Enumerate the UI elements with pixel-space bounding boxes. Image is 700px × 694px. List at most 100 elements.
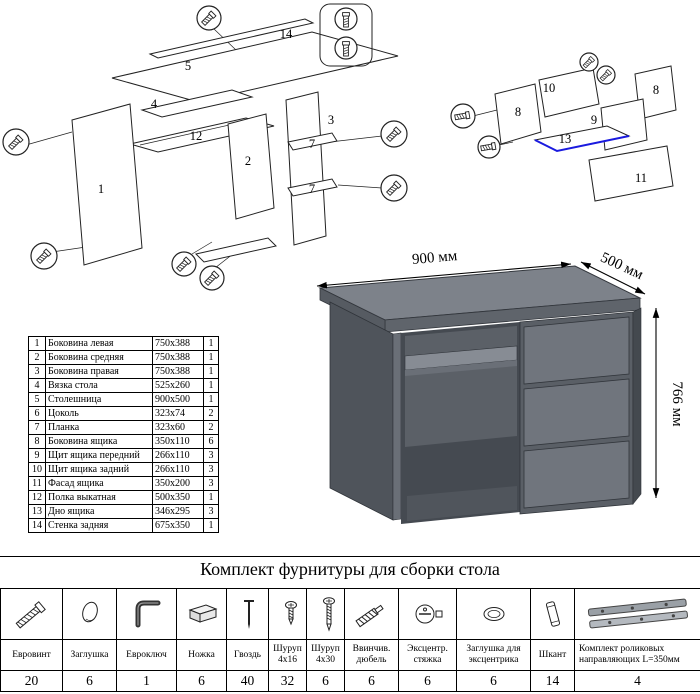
leader-line [51,246,87,253]
hardware-qty-row: 20 6 1 6 40 32 6 6 6 6 14 4 [0,670,700,692]
part-qty: 3 [203,476,219,491]
drawer-back-panel [538,67,600,118]
part-size: 346x295 [152,504,204,519]
part-num: 11 [28,476,46,491]
hardware-icon-cell [268,588,307,640]
drawer-front-3 [523,440,630,509]
hardware-qty: 20 [0,670,63,692]
hardware-label: Комплект роликовых направляющих L=350мм [574,639,700,671]
drawer-front-inner [600,98,648,151]
part-num: 9 [28,448,46,463]
leader-line [25,131,73,146]
part-name: Планка [45,420,153,435]
hardware-qty: 6 [176,670,227,692]
part-qty: 1 [203,378,219,393]
hardware-qty: 1 [116,670,177,692]
hardware-group-frame [319,3,373,67]
part-label: 8 [515,105,521,119]
part-label: 1 [98,182,104,196]
part-size: 350x110 [152,434,204,449]
screw-small-icon [285,601,297,626]
hardware-label: Шуруп 4х16 [268,639,307,671]
cam-lock-icon [415,604,442,624]
hardware-kit-table: Евровинт Заглушка Евроключ Ножка Гвоздь … [0,588,700,692]
part-name: Стенка задняя [45,518,153,533]
part-label: 13 [559,132,572,146]
hardware-label: Гвоздь [226,639,269,671]
hardware-qty: 6 [398,670,457,692]
part-name: Щит ящика задний [45,462,153,477]
part-label: 3 [328,113,334,127]
hex-key-icon [135,600,160,628]
hardware-icon-cell [344,588,399,640]
width-dimension-label: 900 мм [411,248,458,268]
nail-icon [244,600,254,629]
hardware-icon-cell [398,588,457,640]
part-num: 13 [28,504,46,519]
desk-back-panel [405,326,517,447]
part-name: Боковина ящика [45,434,153,449]
part-qty: 3 [203,448,219,463]
hardware-icons-row [0,588,700,640]
desk-keyboard-tray-edge [405,360,517,376]
part-qty: 1 [203,518,219,533]
part-name: Щит ящика передний [45,448,153,463]
part-size: 266x110 [152,462,204,477]
part-rail [140,89,254,118]
part-num: 12 [28,490,46,505]
leader-line [337,184,383,189]
part-name: Полка выкатная [45,490,153,505]
hardware-label: Шуруп 4х30 [306,639,345,671]
hardware-label: Ножка [176,639,227,671]
part-tabletop [111,31,399,103]
part-strip-top [287,132,338,151]
width-dimension-arrow [316,261,572,289]
part-label: 14 [280,27,293,41]
part-qty: 6 [203,434,219,449]
leader-line [191,241,213,255]
part-num: 14 [28,518,46,533]
part-num: 2 [28,350,46,365]
part-name: Боковина средняя [45,350,153,365]
part-size: 750x388 [152,364,204,379]
part-size: 266x110 [152,448,204,463]
desk-dimension-render: 900 мм 500 мм 766 мм [316,248,685,524]
part-qty: 1 [203,364,219,379]
part-qty: 3 [203,504,219,519]
part-qty: 1 [203,336,219,351]
hardware-icon-cell [456,588,531,640]
hardware-qty: 6 [344,670,399,692]
part-label: 5 [185,59,191,73]
part-size: 350x200 [152,476,204,491]
hardware-label: Евроключ [116,639,177,671]
part-num: 4 [28,378,46,393]
hardware-label: Шкант [530,639,575,671]
hardware-icon-cell [306,588,345,640]
hardware-label: Эксцентр. стяжка [398,639,457,671]
leader-line [329,135,383,143]
part-label: 9 [591,113,597,127]
part-qty: 1 [203,490,219,505]
part-label: 12 [190,129,203,143]
part-left-panel [71,103,143,266]
drawer-front-1 [523,316,630,385]
part-name: Боковина правая [45,364,153,379]
leader-line [472,109,498,117]
hardware-labels-row: Евровинт Заглушка Евроключ Ножка Гвоздь … [0,639,700,671]
part-label: 8 [653,83,659,97]
part-name: Дно ящика [45,504,153,519]
foot-icon [188,604,217,623]
part-label: 7 [309,182,315,196]
part-qty: 2 [203,420,219,435]
wood-dowel-icon [545,601,561,627]
part-right-panel [285,91,327,246]
part-qty: 1 [203,350,219,365]
